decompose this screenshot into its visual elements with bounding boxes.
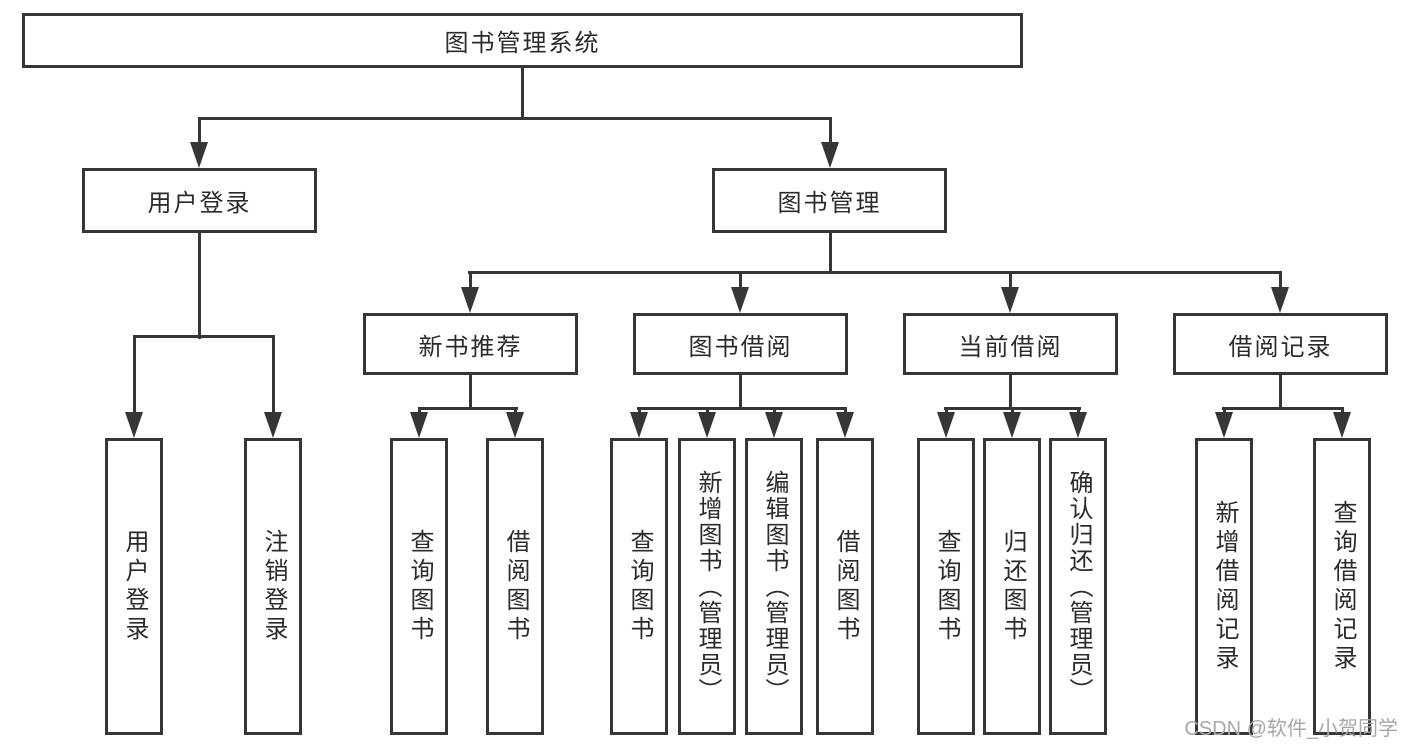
- arrow-to-nb-borrow: [506, 412, 524, 438]
- connector-level3-rail: [468, 271, 1282, 274]
- node-leaf-nb-query-label: 查询图书: [406, 528, 433, 645]
- connector-leaf-login-drop: [133, 336, 136, 416]
- node-leaf-bb-edit-label: 编辑图书（管理员）: [761, 469, 788, 704]
- connector-borrow-records-rail: [1222, 407, 1344, 410]
- connector-root-stem: [521, 68, 524, 118]
- arrow-to-borrow-records: [1271, 287, 1289, 313]
- node-leaf-bb-add-label: 新增图书（管理员）: [694, 469, 721, 704]
- node-leaf-br-query-label: 查询借阅记录: [1329, 499, 1356, 674]
- connector-borrow-records-drop: [1279, 272, 1282, 292]
- node-leaf-cb-return: 归还图书: [983, 438, 1041, 735]
- arrow-to-user-login: [190, 142, 208, 168]
- node-root: 图书管理系统: [22, 13, 1023, 68]
- node-leaf-cb-confirm-label: 确认归还（管理员）: [1065, 469, 1092, 704]
- node-leaf-bb-query: 查询图书: [610, 438, 668, 735]
- node-book-borrow: 图书借阅: [633, 313, 848, 375]
- node-user-login-label: 用户登录: [147, 190, 252, 217]
- connector-book-borrow-stem: [739, 375, 742, 410]
- connector-user-login-stem: [198, 233, 201, 339]
- node-leaf-cb-confirm: 确认归还（管理员）: [1049, 438, 1107, 735]
- arrow-to-bb-add: [698, 412, 716, 438]
- connector-book-borrow-drop: [739, 272, 742, 292]
- csdn-watermark: CSDN @软件_小贺同学: [1184, 718, 1398, 740]
- connector-new-books-drop: [469, 272, 472, 292]
- node-root-label: 图书管理系统: [444, 30, 601, 57]
- node-leaf-bb-edit: 编辑图书（管理员）: [745, 438, 803, 735]
- arrow-to-leaf-logout: [264, 412, 282, 438]
- node-leaf-cb-query: 查询图书: [917, 438, 975, 735]
- connector-new-books-rail: [418, 407, 518, 410]
- connector-book-mgmt-drop: [829, 118, 832, 148]
- connector-book-mgmt-stem: [829, 233, 832, 274]
- node-new-books-label: 新书推荐: [418, 333, 523, 361]
- connector-leaf-logout-drop: [272, 336, 275, 416]
- arrow-to-current-borrow: [1001, 287, 1019, 313]
- node-leaf-br-add: 新增借阅记录: [1195, 438, 1253, 735]
- arrow-to-br-add: [1215, 412, 1233, 438]
- arrow-to-br-query: [1333, 412, 1351, 438]
- connector-borrow-records-stem: [1279, 375, 1282, 410]
- node-leaf-nb-borrow: 借阅图书: [486, 438, 544, 735]
- node-book-borrow-label: 图书借阅: [688, 333, 793, 361]
- node-user-login: 用户登录: [82, 168, 317, 233]
- node-leaf-bb-borrow: 借阅图书: [816, 438, 874, 735]
- node-borrow-records-label: 借阅记录: [1228, 333, 1333, 361]
- arrow-to-new-books: [461, 287, 479, 313]
- node-leaf-user-login: 用户登录: [105, 438, 163, 735]
- arrow-to-book-borrow: [731, 287, 749, 313]
- node-leaf-br-add-label: 新增借阅记录: [1211, 499, 1238, 674]
- node-borrow-records: 借阅记录: [1173, 313, 1388, 375]
- connector-current-borrow-stem: [1009, 375, 1012, 410]
- arrow-to-cb-confirm: [1069, 412, 1087, 438]
- arrow-to-bb-edit: [765, 412, 783, 438]
- node-leaf-nb-borrow-label: 借阅图书: [502, 528, 529, 645]
- node-leaf-bb-query-label: 查询图书: [626, 528, 653, 645]
- connector-user-login-rail: [133, 335, 275, 338]
- arrow-to-cb-return: [1003, 412, 1021, 438]
- arrow-to-bb-query: [630, 412, 648, 438]
- node-leaf-logout-label: 注销登录: [260, 528, 287, 645]
- node-book-mgmt: 图书管理: [712, 168, 947, 233]
- connector-user-login-drop: [198, 118, 201, 148]
- connector-current-borrow-drop: [1009, 272, 1012, 292]
- arrow-to-nb-query: [410, 412, 428, 438]
- node-current-borrow-label: 当前借阅: [958, 333, 1063, 361]
- connector-new-books-stem: [469, 375, 472, 410]
- arrow-to-bb-borrow: [836, 412, 854, 438]
- node-leaf-bb-add: 新增图书（管理员）: [678, 438, 736, 735]
- node-leaf-nb-query: 查询图书: [390, 438, 448, 735]
- node-current-borrow: 当前借阅: [903, 313, 1118, 375]
- node-book-mgmt-label: 图书管理: [777, 190, 882, 217]
- node-leaf-cb-return-label: 归还图书: [999, 528, 1026, 645]
- node-leaf-br-query: 查询借阅记录: [1313, 438, 1371, 735]
- connector-level2-rail: [198, 117, 832, 120]
- arrow-to-leaf-login: [125, 412, 143, 438]
- node-new-books: 新书推荐: [363, 313, 578, 375]
- node-leaf-logout: 注销登录: [244, 438, 302, 735]
- node-leaf-user-login-label: 用户登录: [121, 528, 148, 645]
- connector-book-borrow-rail: [637, 407, 847, 410]
- arrow-to-cb-query: [937, 412, 955, 438]
- node-leaf-bb-borrow-label: 借阅图书: [832, 528, 859, 645]
- node-leaf-cb-query-label: 查询图书: [933, 528, 960, 645]
- arrow-to-book-mgmt: [821, 142, 839, 168]
